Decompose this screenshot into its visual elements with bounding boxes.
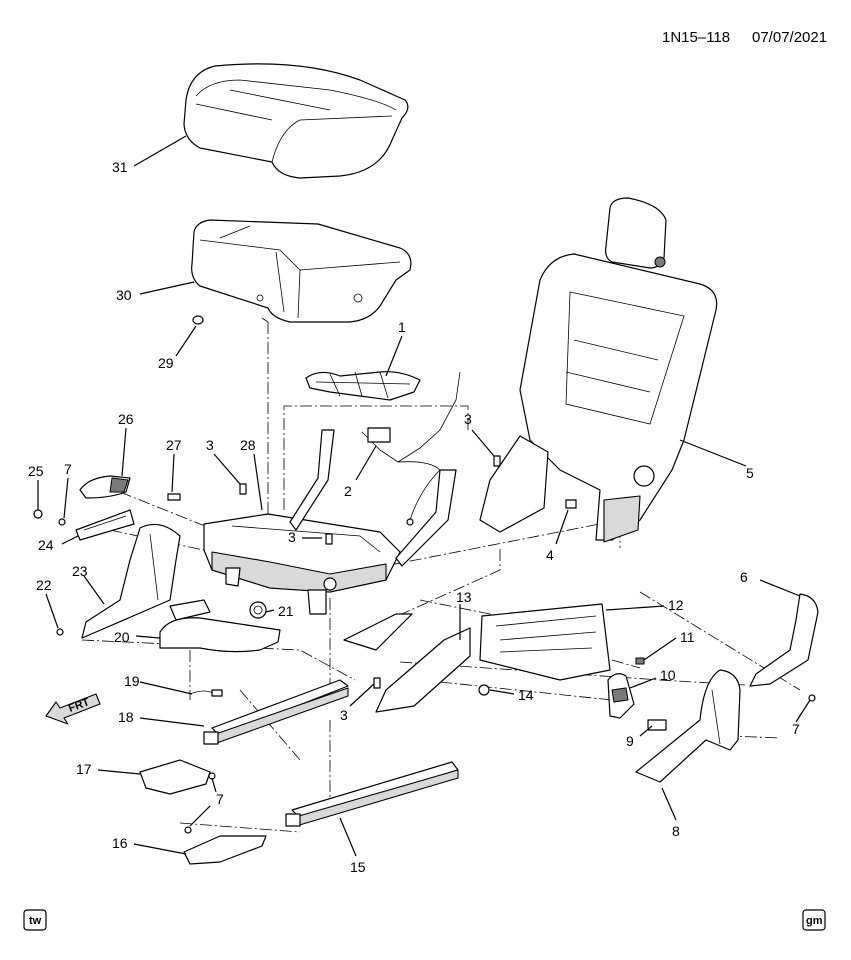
track-cover-17-part: [139, 759, 211, 795]
callout-13: 13: [456, 589, 472, 605]
tw-badge: tw: [23, 909, 47, 931]
wiring-harness-part: [361, 371, 461, 526]
seat-back-part: [479, 197, 718, 543]
callout-6: 6: [740, 569, 748, 585]
callout-8: 8: [672, 823, 680, 839]
callout-19: 19: [124, 673, 140, 689]
bolt-4-part: [565, 499, 577, 509]
callout-5: 5: [746, 465, 754, 481]
gm-badge-label: gm: [806, 915, 823, 927]
callout-31: 31: [112, 159, 128, 175]
callout-27: 27: [166, 437, 182, 453]
seat-back-rails-part: [289, 429, 457, 567]
track-15-part: [285, 761, 459, 827]
handle-26-part: [79, 475, 131, 499]
callout-25: 25: [28, 463, 44, 479]
clip-29-part: [192, 315, 204, 325]
seat-cushion-pad-part: [191, 219, 412, 323]
callout-1: 1: [398, 319, 406, 335]
fastener-11-part: [635, 657, 645, 665]
callout-16: 16: [112, 835, 128, 851]
track-18-part: [203, 679, 349, 745]
callout-10: 10: [660, 667, 676, 683]
latch-10-part: [607, 673, 635, 719]
callout-3-c: 3: [288, 529, 296, 545]
callout-26: 26: [118, 411, 134, 427]
seat-frame-part: [203, 513, 401, 615]
fastener-14-part: [478, 684, 490, 696]
seat-cushion-cover-part: [183, 63, 409, 179]
tw-badge-label: tw: [29, 915, 42, 927]
bracket-13-part: [343, 613, 471, 713]
cable-19-part: [189, 689, 223, 697]
callout-14: 14: [518, 687, 534, 703]
callout-17: 17: [76, 761, 92, 777]
callout-29: 29: [158, 355, 174, 371]
callout-2: 2: [344, 483, 352, 499]
outer-trim-23-part: [81, 523, 181, 639]
front-arrow-icon: FRT: [45, 693, 101, 725]
bezel-24-part: [75, 509, 135, 541]
spring-21-part: [249, 601, 267, 619]
callout-7-c: 7: [792, 721, 800, 737]
callout-3-d: 3: [340, 707, 348, 723]
callout-11: 11: [680, 629, 695, 645]
diagram-code: 1N15–118: [662, 29, 730, 46]
callout-20: 20: [114, 629, 130, 645]
callout-3-a: 3: [464, 411, 472, 427]
back-panel-12-part: [479, 603, 611, 681]
callout-7-a: 7: [64, 461, 72, 477]
callout-30: 30: [116, 287, 132, 303]
callout-7-b: 7: [216, 791, 224, 807]
callout-12: 12: [668, 597, 684, 613]
hinge-cover-6-part: [749, 593, 819, 687]
callout-15: 15: [350, 859, 366, 875]
callouts: 31 30 29 1 2 3 5 4 26 27 3 28 25 7 24 23…: [28, 159, 800, 875]
release-handle-20-part: [159, 599, 281, 653]
callout-28: 28: [240, 437, 256, 453]
callout-4: 4: [546, 547, 554, 563]
diagram-date: 07/07/2021: [752, 29, 827, 46]
callout-18: 18: [118, 709, 134, 725]
track-cover-16-part: [183, 835, 267, 865]
callout-24: 24: [38, 537, 54, 553]
bolt-9-part: [647, 719, 667, 731]
small-fasteners: [33, 455, 816, 834]
seat-suspension-part: [305, 371, 421, 401]
callout-22: 22: [36, 577, 52, 593]
leader-lines: [37, 135, 811, 857]
phantom-lines: [81, 317, 801, 833]
gm-logo-icon: gm: [802, 909, 826, 931]
callout-3-b: 3: [206, 437, 214, 453]
callout-9: 9: [626, 733, 634, 749]
callout-23: 23: [72, 563, 88, 579]
callout-21: 21: [278, 603, 294, 619]
side-shield-8-part: [635, 669, 741, 783]
